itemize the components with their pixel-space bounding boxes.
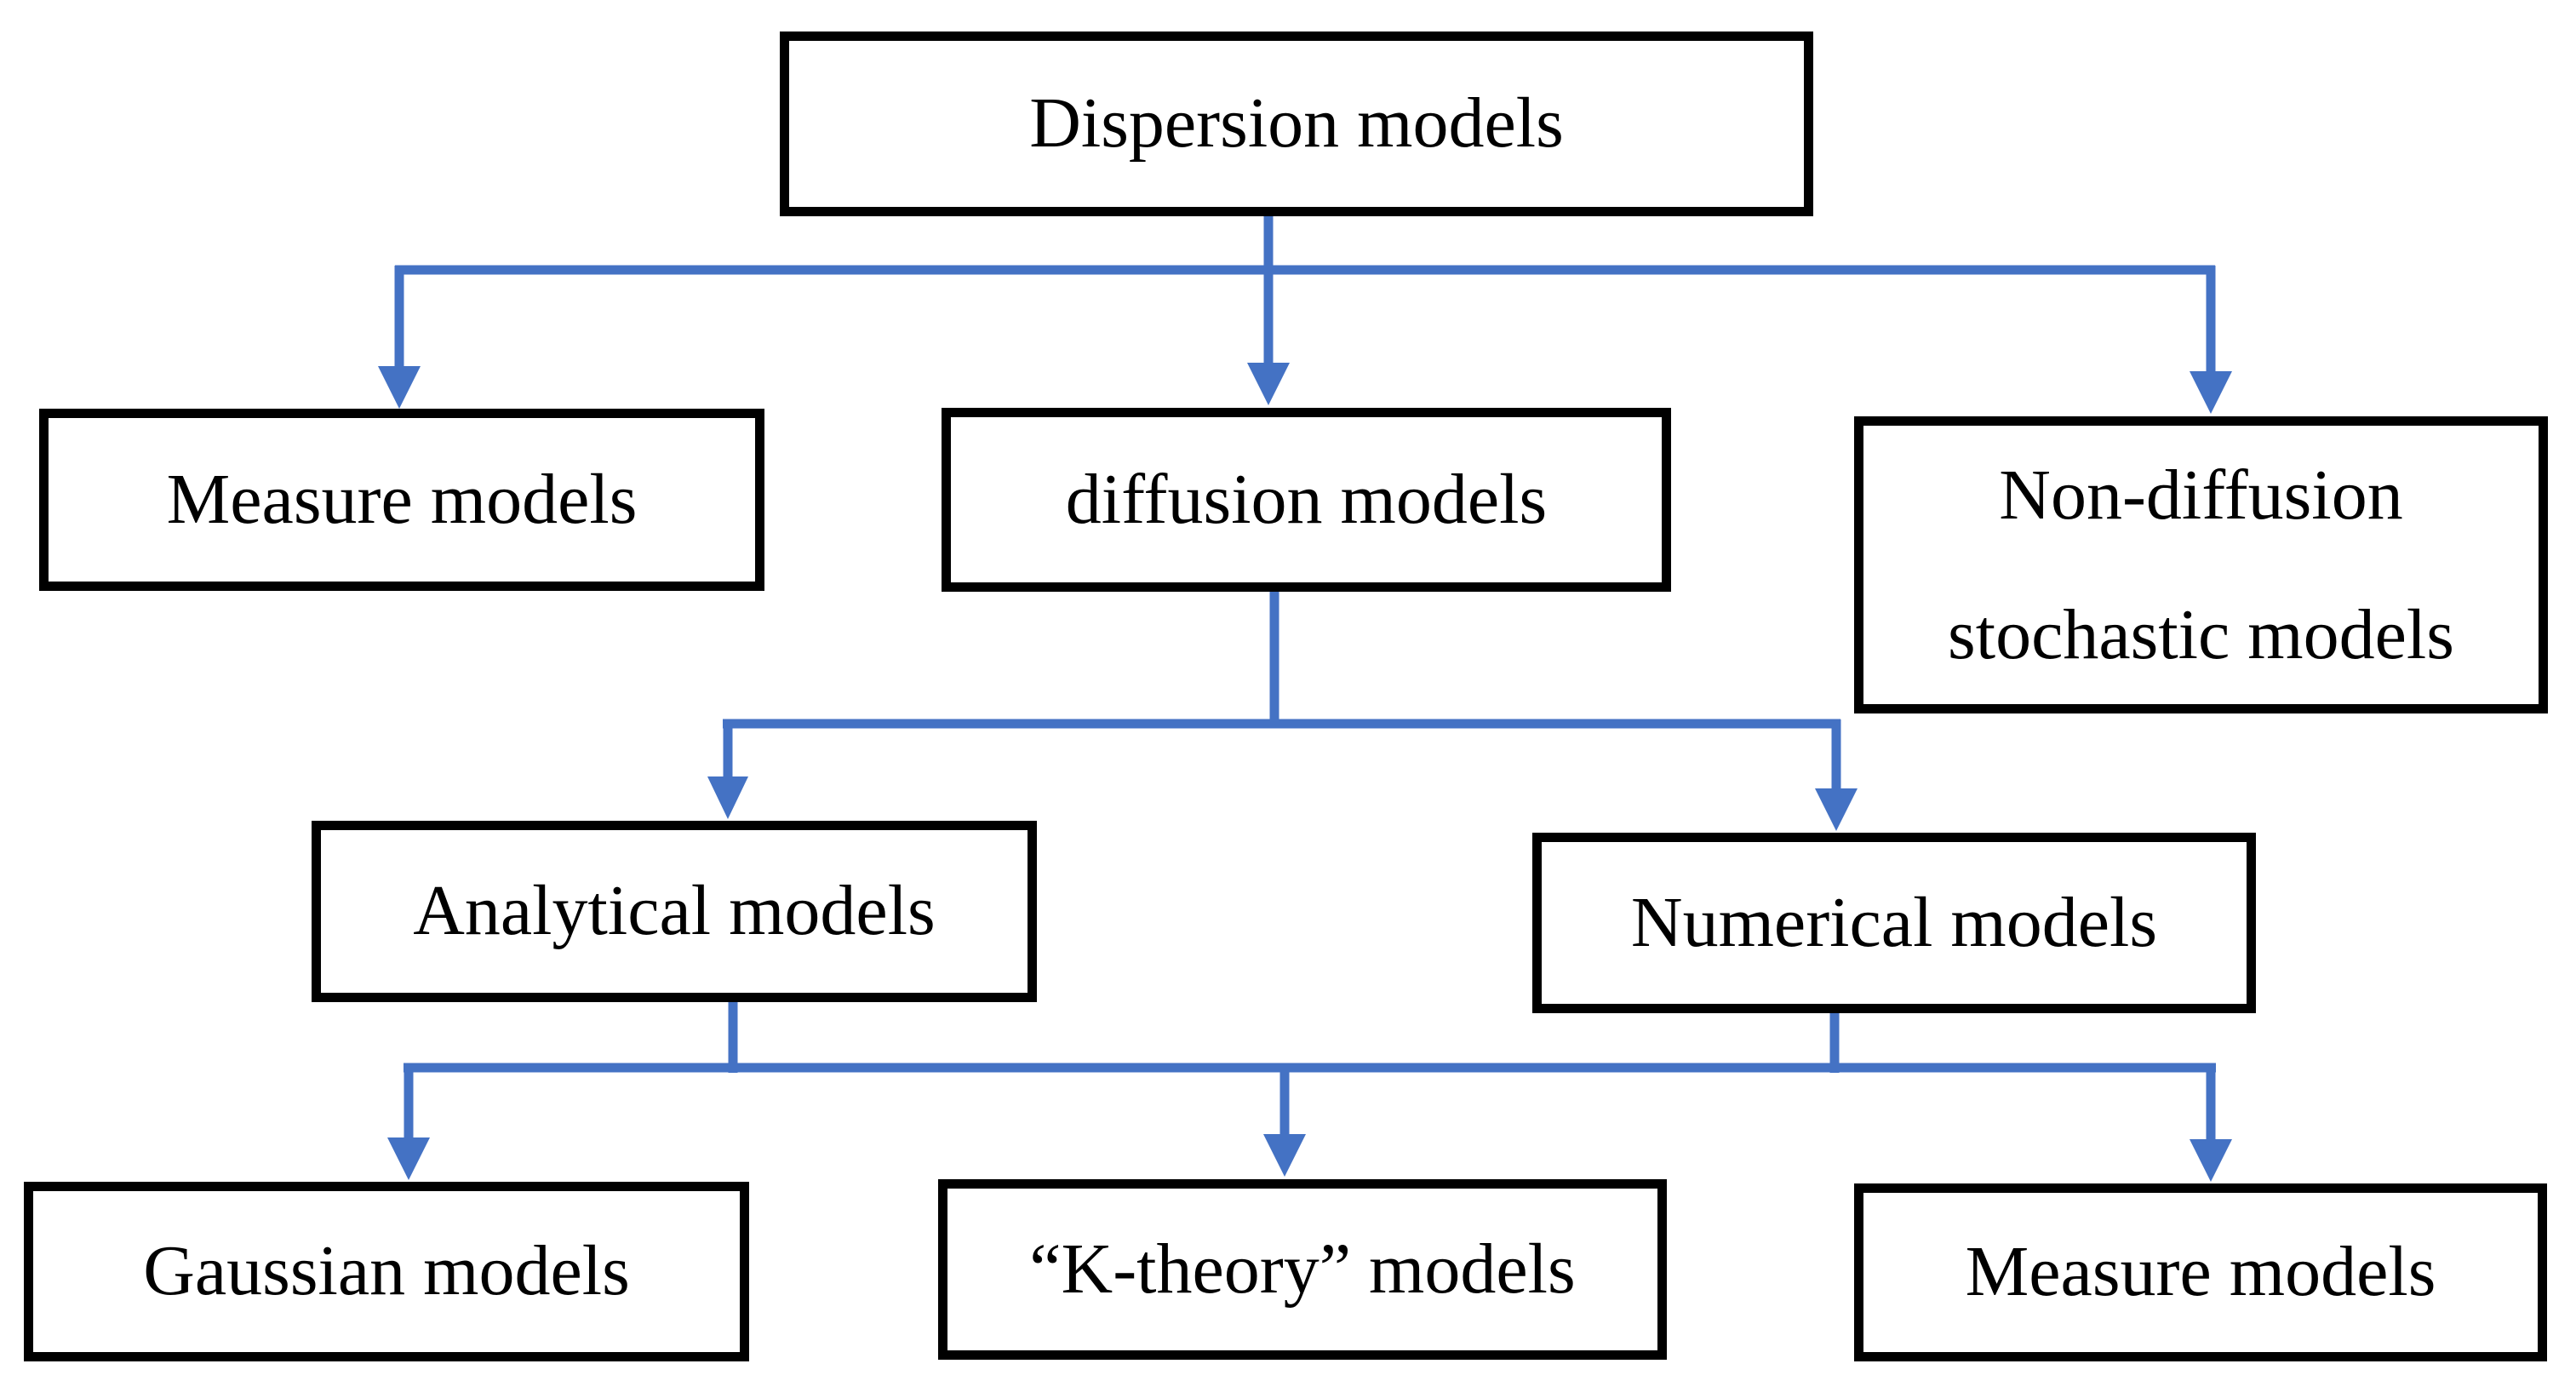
node-numerical-models: Numerical models [1532, 833, 2256, 1013]
connector-third-level [387, 1001, 2232, 1182]
node-label-line1: Non-diffusion [1999, 455, 2403, 535]
arrowhead-down [387, 1137, 430, 1180]
node-measure-models-bottom: Measure models [1854, 1183, 2547, 1361]
arrow-to-non-diffusion-models [2190, 266, 2232, 414]
connector-dispersion-children [378, 215, 2232, 414]
node-label: diffusion models [1065, 459, 1548, 539]
node-analytical-models: Analytical models [312, 821, 1037, 1002]
arrowhead-down [1247, 363, 1290, 405]
arrow-to-gaussian-models [387, 1063, 430, 1180]
node-label: Dispersion models [1029, 83, 1564, 163]
arrow-to-k-theory-models [1263, 1063, 1306, 1177]
node-label: Measure models [166, 459, 638, 539]
node-dispersion-models: Dispersion models [780, 32, 1813, 216]
arrowhead-down [2190, 371, 2232, 414]
node-k-theory-models: “K-theory” models [938, 1179, 1667, 1360]
arrowhead-down [2190, 1139, 2232, 1182]
arrowhead-down [378, 366, 421, 409]
arrow-to-measure-models [378, 266, 421, 409]
arrow-to-numerical-models [1815, 719, 1858, 831]
arrowhead-down [1815, 788, 1858, 831]
node-label: Measure models [1965, 1232, 2436, 1312]
arrowhead-down [707, 776, 748, 819]
node-label: Gaussian models [143, 1231, 630, 1311]
node-gaussian-models: Gaussian models [24, 1182, 749, 1361]
node-measure-models-top: Measure models [39, 409, 764, 591]
arrow-to-analytical-models [707, 719, 748, 819]
node-label: “K-theory” models [1029, 1229, 1576, 1309]
node-label: Numerical models [1630, 882, 2158, 962]
arrow-to-diffusion-models [1247, 270, 1290, 405]
arrow-to-measure-models-bottom [2190, 1063, 2232, 1182]
node-diffusion-models: diffusion models [942, 408, 1671, 592]
node-label: Analytical models [413, 871, 936, 951]
node-non-diffusion-stochastic-models: Non-diffusion stochastic models [1854, 416, 2548, 713]
arrowhead-down [1263, 1134, 1306, 1177]
connector-diffusion-children [707, 591, 1858, 831]
node-label-line2: stochastic models [1948, 594, 2454, 674]
